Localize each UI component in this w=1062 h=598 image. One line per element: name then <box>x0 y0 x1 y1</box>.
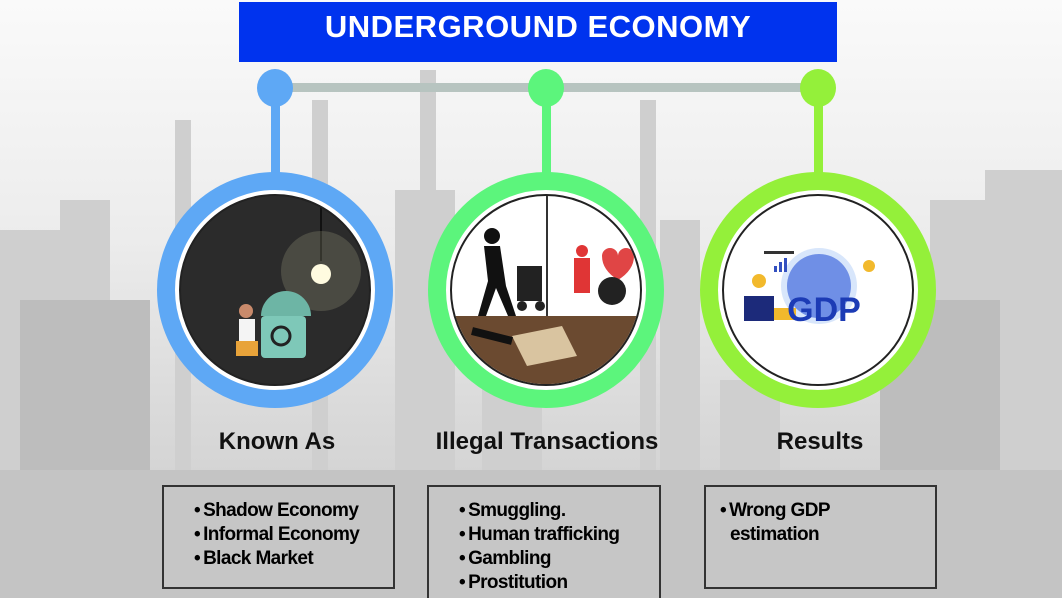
results-circle: GDP <box>700 172 936 408</box>
heading-known-as: Known As <box>218 428 336 455</box>
gdp-globe-illustration: GDP <box>722 194 914 386</box>
heading-illegal-transactions: Illegal Transactions <box>435 428 659 455</box>
green-stem <box>542 100 551 180</box>
list-item: •Gambling <box>459 548 551 569</box>
illegal-transactions-circle <box>428 172 664 408</box>
smuggling-icon <box>452 196 640 384</box>
lightbulb-icon <box>236 196 361 358</box>
smuggling-gambling-bribe-illustration <box>450 194 642 386</box>
known-as-circle <box>157 172 393 408</box>
lightbulb-safe-illustration <box>179 194 371 386</box>
blue-stem <box>271 100 280 180</box>
list-item: •Wrong GDP estimation <box>720 500 830 545</box>
list-item: •Black Market <box>194 548 314 569</box>
gdp-icon: GDP <box>744 248 875 329</box>
heading-results: Results <box>776 428 864 455</box>
page-title: UNDERGROUND ECONOMY <box>239 2 837 62</box>
list-item: •Shadow Economy <box>194 500 359 521</box>
list-item: •Smuggling. <box>459 500 566 521</box>
known-as-list-box: •Shadow Economy •Informal Economy •Black… <box>162 485 395 589</box>
illegal-transactions-list-box: •Smuggling. •Human trafficking •Gambling… <box>427 485 661 598</box>
list-item: •Human trafficking <box>459 524 620 545</box>
results-list-box: •Wrong GDP estimation <box>704 485 937 589</box>
list-item: •Prostitution <box>459 572 568 593</box>
lime-stem <box>814 100 823 180</box>
gdp-label: GDP <box>787 291 861 329</box>
list-item: •Informal Economy <box>194 524 360 545</box>
